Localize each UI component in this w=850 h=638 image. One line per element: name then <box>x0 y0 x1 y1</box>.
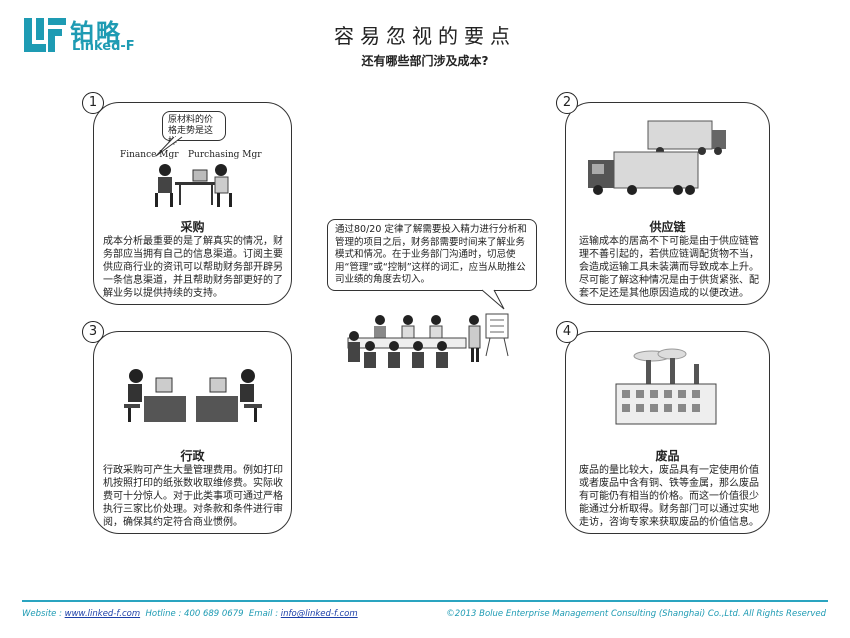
card-body-administration: 行政采购可产生大量管理费用。例如打印机按照打印的纸张数收取维修费。实际收费可十分… <box>103 465 283 528</box>
page-subtitle: 还有哪些部门涉及成本? <box>361 54 489 68</box>
office-workers-icon <box>124 369 262 422</box>
hotline: Hotline : 400 689 0679 <box>145 609 244 619</box>
logo <box>22 14 70 58</box>
purchasing-mgr-label: Purchasing Mgr <box>188 150 262 160</box>
trucks-icon <box>588 120 726 195</box>
website-link[interactable]: www.linked-f.com <box>64 609 141 619</box>
logo-chinese: 铂略 <box>70 19 122 47</box>
logo-english: Linked-F <box>72 39 135 54</box>
card-heading-administration: 行政 <box>180 449 205 463</box>
card-administration <box>93 331 292 534</box>
card-number-2: 2 <box>556 92 578 114</box>
website-label: Website : <box>22 609 65 619</box>
bubble-tail-icon <box>155 136 183 157</box>
center-speech-bubble: 通过80/20 定律了解需要投入精力进行分析和管理的项目之后，财务部需要时间来了… <box>327 219 537 291</box>
logo-mark-icon <box>24 18 66 52</box>
email-label: Email : <box>248 609 281 619</box>
meeting-illustration-icon <box>155 164 232 207</box>
card-body-supply-chain: 运输成本的居高不下可能是由于供应链管理不善引起的，若供应链调配货物不当，会造成运… <box>579 236 759 299</box>
card-heading-scrap: 废品 <box>655 449 680 463</box>
page-title: 容易忽视的要点 <box>334 24 516 48</box>
card-number-3: 3 <box>82 321 104 343</box>
card-heading-supply-chain: 供应链 <box>649 220 686 234</box>
card-number-4: 4 <box>556 321 578 343</box>
footer-divider <box>22 600 828 602</box>
card-body-scrap: 废品的量比较大，废品具有一定使用价值或者废品中含有铜、铁等金属，那么废品有可能仍… <box>579 465 759 528</box>
finance-mgr-label: Finance Mgr <box>120 150 179 160</box>
footer-contact: Website : www.linked-f.com Hotline : 400… <box>22 609 358 619</box>
card-body-purchasing: 成本分析最重要的是了解真实的情况，财务部应当拥有自己的信息渠道。订阅主要供应商行… <box>103 236 283 299</box>
email-link[interactable]: info@linked-f.com <box>280 609 358 619</box>
footer-copyright: ©2013 Bolue Enterprise Management Consul… <box>446 609 826 619</box>
card-number-1: 1 <box>82 92 104 114</box>
card-scrap <box>565 331 770 534</box>
purchasing-speech-bubble: 原材料的价格走势是这样 <box>162 111 226 147</box>
card-heading-purchasing: 采购 <box>180 220 205 234</box>
boardroom-meeting-icon <box>347 313 509 368</box>
factory-icon <box>615 348 717 425</box>
center-bubble-tail-icon <box>481 289 505 310</box>
